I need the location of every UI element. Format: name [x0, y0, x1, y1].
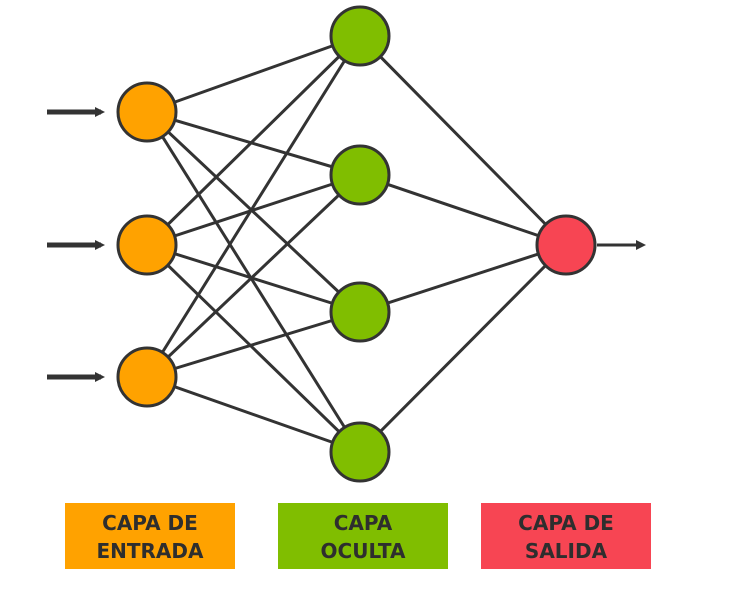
output-layer-label: CAPA DE SALIDA — [481, 503, 651, 569]
hidden-layer-label: CAPA OCULTA — [278, 503, 448, 569]
connection-input-2-to-hidden-3 — [146, 243, 361, 314]
input-layer-label: CAPA DE ENTRADA — [65, 503, 235, 569]
output-neuron-1 — [535, 214, 597, 276]
hidden-neuron-3 — [329, 281, 391, 343]
input-neuron-2 — [116, 214, 178, 276]
connection-input-1-to-hidden-2 — [146, 110, 361, 177]
connection-input-2-to-hidden-2 — [146, 173, 361, 247]
connection-input-3-to-hidden-2 — [145, 173, 362, 379]
connection-hidden-4-to-output-1 — [358, 243, 568, 454]
connections-group — [145, 34, 568, 454]
connection-hidden-3-to-output-1 — [359, 243, 567, 314]
hidden-neuron-2 — [329, 144, 391, 206]
connection-input-3-to-hidden-3 — [146, 310, 361, 379]
hidden-neuron-1 — [329, 5, 391, 67]
connection-input-1-to-hidden-1 — [146, 34, 361, 114]
connection-input-2-to-hidden-4 — [145, 243, 362, 454]
connection-input-1-to-hidden-4 — [145, 111, 362, 453]
connection-input-3-to-hidden-1 — [145, 35, 362, 378]
connection-input-2-to-hidden-1 — [145, 34, 362, 247]
hidden-neuron-4 — [329, 421, 391, 483]
input-neuron-3 — [116, 346, 178, 408]
connection-input-3-to-hidden-4 — [146, 375, 361, 454]
neurons-group — [116, 5, 597, 483]
input-neuron-1 — [116, 81, 178, 143]
io-arrows-group — [47, 107, 646, 382]
connection-hidden-1-to-output-1 — [358, 34, 568, 247]
connection-hidden-2-to-output-1 — [359, 173, 567, 247]
connection-input-1-to-hidden-3 — [145, 110, 362, 314]
